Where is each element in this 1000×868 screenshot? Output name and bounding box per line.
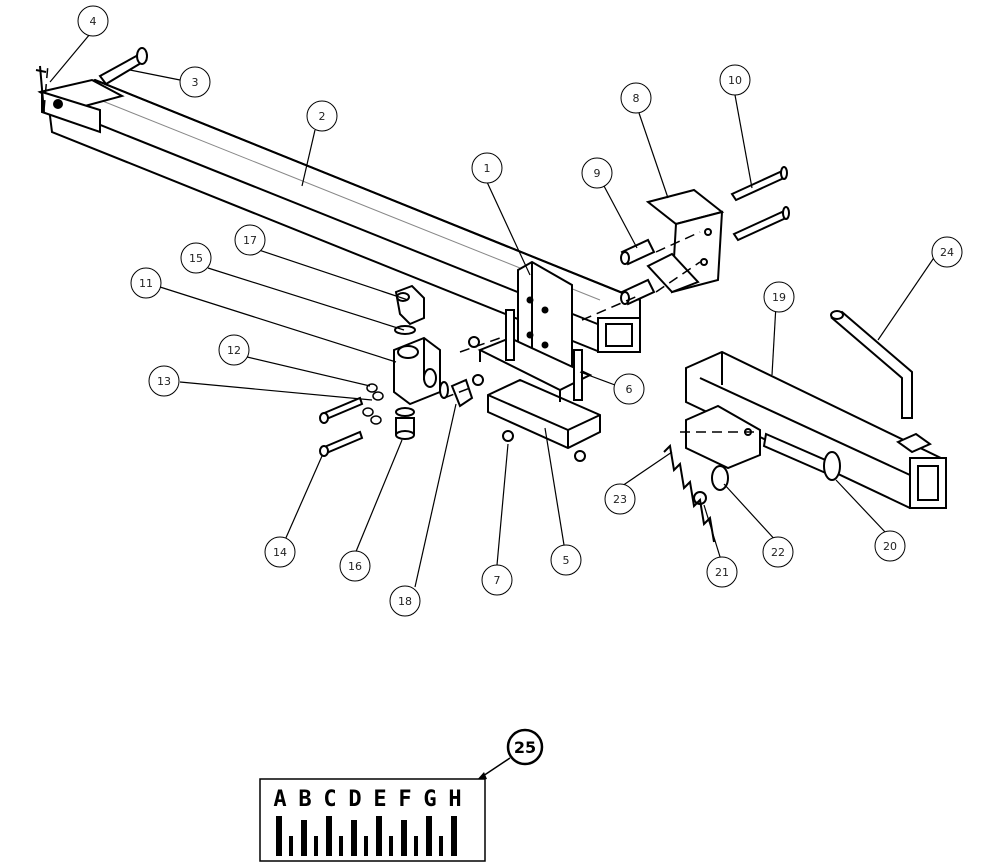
- svg-text:11: 11: [139, 277, 153, 290]
- svg-text:2: 2: [319, 110, 326, 123]
- callout-7: 7: [481, 564, 513, 596]
- valve-bolts: [319, 396, 364, 457]
- svg-text:12: 12: [227, 344, 241, 357]
- callout-8: 8: [620, 82, 652, 114]
- callout-13: 13: [148, 365, 180, 397]
- callout-12: 12: [218, 334, 250, 366]
- svg-text:13: 13: [157, 375, 171, 388]
- leader-lines: [49, 33, 947, 588]
- clevis-end: [35, 65, 125, 134]
- u-bracket-part: [645, 188, 725, 294]
- callout-5: 5: [550, 544, 582, 576]
- callout-15: 15: [180, 242, 212, 274]
- clamp-plate-part: [487, 378, 601, 450]
- nut-fittings: [395, 378, 474, 440]
- washers: [362, 383, 384, 425]
- svg-text:8: 8: [633, 92, 640, 105]
- svg-text:21: 21: [715, 566, 729, 579]
- decal-scale-bars: [276, 816, 457, 856]
- svg-text:14: 14: [273, 546, 287, 559]
- svg-text:5: 5: [563, 554, 570, 567]
- svg-text:25: 25: [514, 738, 536, 757]
- long-tube-part: [46, 78, 641, 354]
- svg-text:4: 4: [90, 15, 97, 28]
- spacer-part: [620, 238, 656, 306]
- callout-23: 23: [604, 483, 636, 515]
- callout-22: 22: [762, 536, 794, 568]
- retaining-ring: [693, 491, 707, 505]
- callout-19: 19: [763, 281, 795, 313]
- svg-text:16: 16: [348, 560, 362, 573]
- callout-21: 21: [706, 556, 738, 588]
- callout-16: 16: [339, 550, 371, 582]
- callout-20: 20: [874, 530, 906, 562]
- svg-text:24: 24: [940, 246, 954, 259]
- receiver-tube-part: [685, 350, 947, 510]
- handle-part: [830, 310, 913, 419]
- svg-text:19: 19: [772, 291, 786, 304]
- callout-11: 11: [130, 267, 162, 299]
- callout-2: 2: [306, 100, 338, 132]
- callout-3: 3: [179, 66, 211, 98]
- svg-text:6: 6: [626, 383, 633, 396]
- svg-text:F: F: [398, 787, 411, 812]
- svg-text:C: C: [323, 787, 336, 812]
- svg-text:7: 7: [494, 574, 501, 587]
- callout-4: 4: [77, 5, 109, 37]
- bracket-bolts: [730, 166, 790, 242]
- svg-text:3: 3: [192, 76, 199, 89]
- svg-text:23: 23: [613, 493, 627, 506]
- elbow-fitting: [394, 284, 425, 326]
- callout-24: 24: [931, 236, 963, 268]
- svg-text:H: H: [448, 787, 461, 812]
- svg-text:15: 15: [189, 252, 203, 265]
- callout-25: 25: [476, 728, 544, 781]
- svg-text:G: G: [423, 787, 436, 812]
- lock-pin-part: [762, 432, 841, 481]
- decal-part: A B C D E F G H: [259, 778, 486, 862]
- assembly-lines: [43, 63, 760, 433]
- svg-text:17: 17: [243, 234, 257, 247]
- callout-10: 10: [719, 64, 751, 96]
- callout-14: 14: [264, 536, 296, 568]
- u-bolts: [468, 309, 586, 462]
- svg-text:22: 22: [771, 546, 785, 559]
- valve-body-part: [393, 336, 441, 406]
- svg-text:9: 9: [594, 167, 601, 180]
- callout-9: 9: [581, 157, 613, 189]
- svg-text:B: B: [298, 787, 311, 812]
- svg-text:10: 10: [728, 74, 742, 87]
- svg-text:1: 1: [484, 162, 491, 175]
- callout-1: 1: [471, 152, 503, 184]
- svg-text:E: E: [373, 787, 386, 812]
- svg-text:20: 20: [883, 540, 897, 553]
- callout-18: 18: [389, 585, 421, 617]
- callout-17: 17: [234, 224, 266, 256]
- svg-text:D: D: [348, 787, 361, 812]
- orings: [394, 325, 449, 417]
- svg-text:A: A: [273, 787, 286, 812]
- pin-part: [98, 47, 148, 86]
- callout-6: 6: [613, 373, 645, 405]
- svg-text:18: 18: [398, 595, 412, 608]
